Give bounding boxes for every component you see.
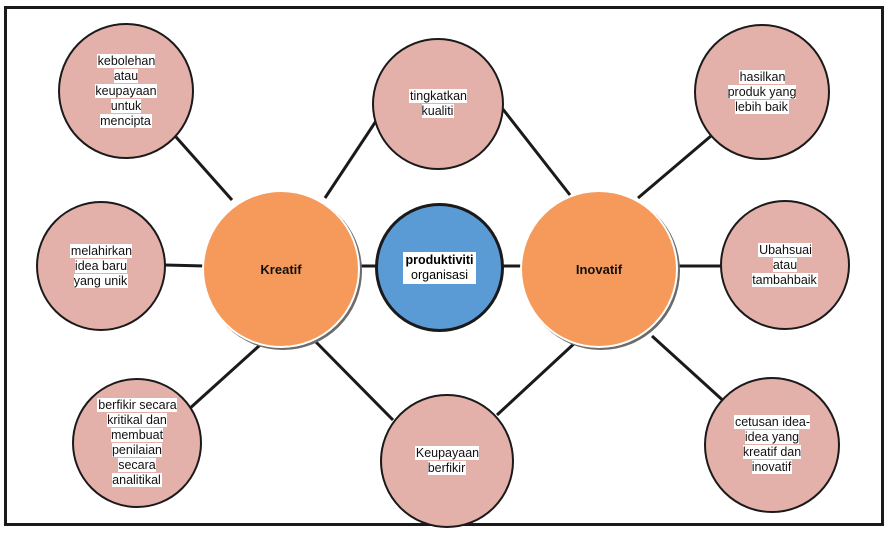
hub-inovatif: Inovatif <box>520 190 678 348</box>
link-inovatif-bottom-right <box>650 334 730 407</box>
node-bottom-right-label: cetusan idea- idea yang kreatif dan inov… <box>733 415 811 474</box>
link-inovatif-top-right <box>637 128 719 200</box>
node-mid-left-label: melahirkan idea baru yang unik <box>69 243 133 288</box>
node-bottom-left-label: berfikir secara kritikal dan membuat pen… <box>97 398 177 487</box>
hub-kreatif: Kreatif <box>202 190 360 348</box>
center-label-bold: produktiviti <box>405 252 474 267</box>
link-kreatif-mid-left <box>164 263 206 268</box>
center-label: produktiviti organisasi <box>403 251 476 284</box>
node-top-center-label: tingkatkan kualiti <box>409 89 467 118</box>
node-bottom-right: cetusan idea- idea yang kreatif dan inov… <box>704 377 840 513</box>
hub-inovatif-label: Inovatif <box>575 261 623 277</box>
node-top-right-label: hasilkan produk yang lebih baik <box>727 69 797 114</box>
link-top-center-inovatif <box>500 107 572 196</box>
link-bottom-center-inovatif <box>495 338 580 417</box>
link-kreatif-top-center <box>323 117 380 199</box>
link-kreatif-bottom-left <box>186 343 262 412</box>
node-top-center: tingkatkan kualiti <box>372 38 504 170</box>
node-bottom-center: Keupayaan berfikir <box>380 394 514 528</box>
node-bottom-left: berfikir secara kritikal dan membuat pen… <box>72 378 202 508</box>
link-kreatif-bottom-center <box>310 336 395 422</box>
node-top-left-label: kebolehan atau keupayaan untuk mencipta <box>95 53 157 128</box>
node-bottom-center-label: Keupayaan berfikir <box>414 446 480 475</box>
link-kreatif-top-left <box>166 127 234 201</box>
center-label-rest: organisasi <box>411 267 468 282</box>
node-mid-right-label: Ubahsuai atau tambahbaik <box>752 242 818 287</box>
hub-kreatif-label: Kreatif <box>260 261 302 277</box>
node-mid-right: Ubahsuai atau tambahbaik <box>720 200 850 330</box>
node-mid-left: melahirkan idea baru yang unik <box>36 201 166 331</box>
node-top-left: kebolehan atau keupayaan untuk mencipta <box>58 23 194 159</box>
node-top-right: hasilkan produk yang lebih baik <box>694 24 830 160</box>
center-node: produktiviti organisasi <box>375 203 504 332</box>
